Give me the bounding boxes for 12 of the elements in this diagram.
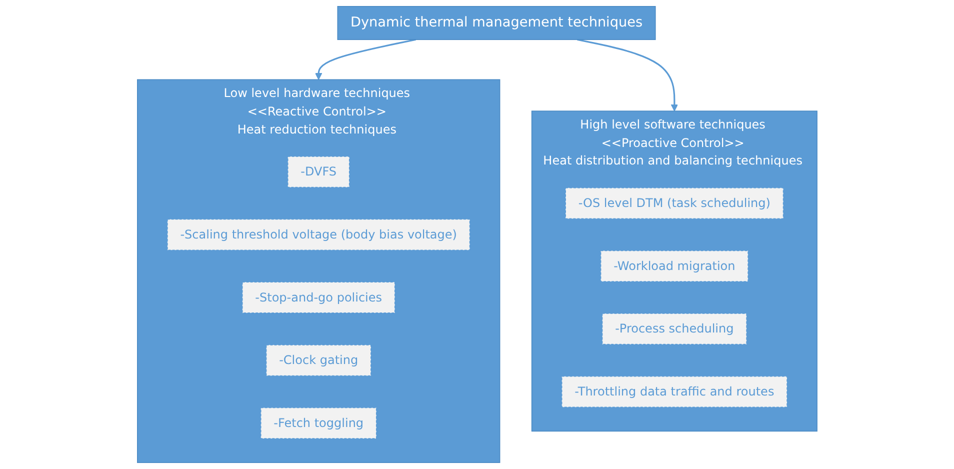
node-box: -Fetch toggling — [260, 407, 377, 439]
node-box: -Throttling data traffic and routes — [561, 376, 788, 408]
arrow — [576, 38, 678, 112]
node-box: -Clock gating — [266, 344, 372, 376]
node-box: -Workload migration — [600, 250, 748, 282]
node-box: -OS level DTM (task scheduling) — [564, 187, 784, 220]
node-box: Dynamic thermal management techniques — [337, 6, 656, 40]
node-box: -DVFS — [287, 156, 350, 188]
node-box: -Stop-and-go policies — [242, 282, 396, 314]
arrow — [314, 38, 416, 80]
node-box: -Scaling threshold voltage (body bias voltage) — [166, 218, 470, 250]
node-box: -Process scheduling — [602, 313, 747, 345]
